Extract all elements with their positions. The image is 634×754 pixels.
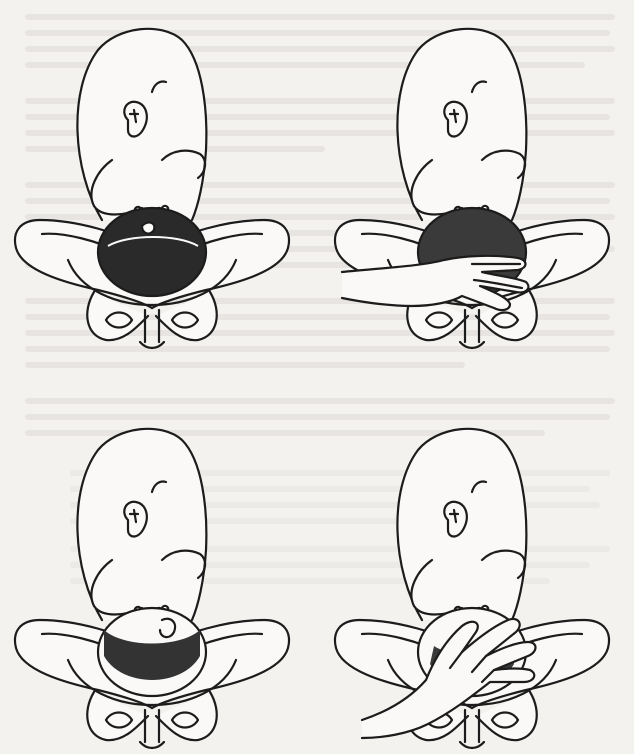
fetal-head-hair <box>98 208 206 296</box>
illustration-a <box>2 20 312 350</box>
fetus-vertex-pelvis-hand-illustration <box>322 420 632 750</box>
fetal-head-hair <box>98 608 206 696</box>
illustration-d <box>322 420 632 750</box>
fetus-vertex-pelvis-hand-illustration <box>322 20 632 350</box>
fetus-vertex-pelvis-illustration <box>2 420 312 750</box>
illustration-c <box>2 420 312 750</box>
illustration-b <box>322 20 632 350</box>
fetus-vertex-pelvis-illustration <box>2 20 312 350</box>
